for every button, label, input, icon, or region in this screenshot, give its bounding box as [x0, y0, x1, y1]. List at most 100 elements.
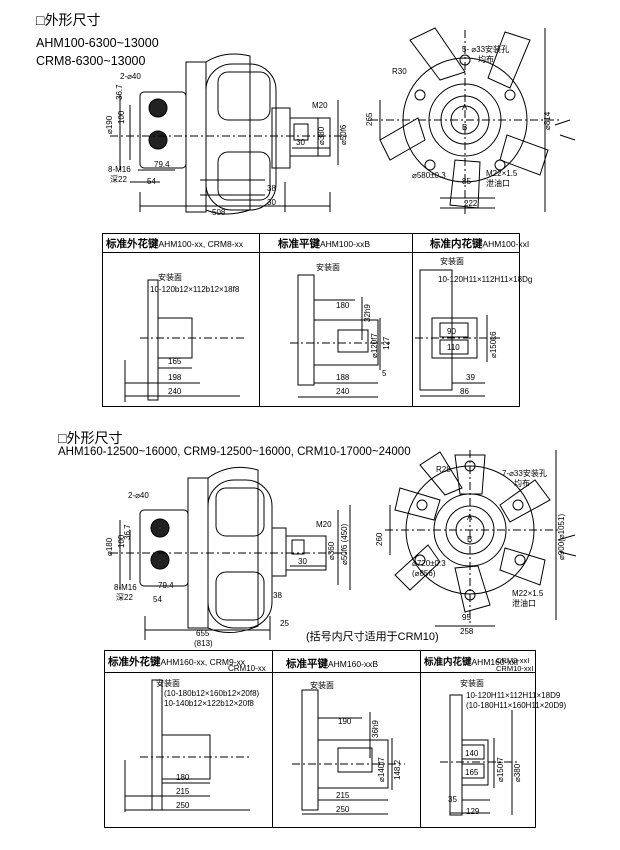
- motor-front-view-2: [385, 450, 560, 627]
- label-a-1: A: [462, 103, 468, 112]
- section1-front-labels: R30 5- ⌀33安装孔 均布 265 ⌀814 ⌀580±0.3 85 22…: [365, 44, 552, 208]
- table1-labels: 安装面 10-120b12×112b12×18f8 165 198 240 安装…: [150, 256, 532, 396]
- dim-d580: ⌀580±0.3: [412, 171, 446, 180]
- table2-head-int: 标准内花键AHM160-xxI: [424, 654, 518, 668]
- table1-head-ext: 标准外花键AHM100-xx, CRM8-xx: [106, 236, 243, 251]
- t1c1-mount: 安装面: [158, 272, 182, 282]
- t1c1-240: 240: [168, 387, 182, 396]
- dim-8-m16: 8-M16: [108, 165, 131, 174]
- dim2-m20: M20: [316, 520, 332, 529]
- table2-labels: 安装面 (10-180b12×160b12×20f8) 10-140b12×12…: [156, 678, 567, 816]
- t2-head-int-model: AHM160-xxI: [471, 657, 519, 667]
- label-b-2: B: [467, 535, 472, 544]
- dim2-260: 260: [375, 532, 384, 546]
- t1c3-spec: 10-120H11×112H11×18Dg: [438, 275, 532, 284]
- t2-head-int-model2: CRM9-xxI: [496, 656, 530, 665]
- dim-30b: 30: [296, 138, 305, 147]
- t2c3-129: 129: [466, 807, 480, 816]
- t1-head-ext-model: AHM100-xx, CRM8-xx: [158, 239, 244, 249]
- t2c1-spec1: (10-180b12×160b12×20f8): [164, 689, 260, 698]
- dim-deep-22: 深22: [110, 175, 127, 184]
- dim-100: 100: [117, 110, 126, 124]
- t1-head-flat-model: AHM100-xxB: [320, 239, 371, 249]
- t1-head-flat-title: 标准平键: [278, 238, 320, 250]
- dim2-79-4: 79.4: [158, 581, 174, 590]
- dim2-deep-22: 深22: [116, 593, 133, 602]
- t2c2-148: 148.2: [393, 759, 402, 780]
- section1-models-line2: CRM8-6300~13000: [36, 54, 146, 68]
- t2c3-d150: ⌀150f7: [496, 757, 505, 782]
- dim2-25: 25: [280, 619, 289, 628]
- t2c3-35: 35: [448, 795, 457, 804]
- t1c3-39: 39: [466, 373, 475, 382]
- t2c1-180: 180: [176, 773, 190, 782]
- t2c3-spec1: 10-120H11×112H11×18D9: [466, 691, 561, 700]
- dim2-d50f6: ⌀50f6 (450): [340, 523, 349, 565]
- dim-r30: R30: [392, 67, 407, 76]
- dim2-drain: 泄油口: [512, 598, 536, 608]
- table1-divider-2: [412, 234, 413, 406]
- table2-header-rule: [105, 672, 535, 673]
- t2-head-flat-model: AHM160-xxB: [328, 659, 379, 669]
- dim2-8-m16: 8-M16: [114, 583, 137, 592]
- section2-heading: □外形尺寸: [58, 430, 123, 446]
- dim2-d900: ⌀900(⌀1051): [557, 514, 566, 560]
- dim-85: 85: [462, 177, 471, 186]
- dim-d814: ⌀814: [543, 111, 552, 130]
- t1c3-d150: ⌀150k6: [489, 331, 498, 358]
- t1c2-188: 188: [336, 373, 350, 382]
- t1c2-240: 240: [336, 387, 350, 396]
- t1c3-86: 86: [460, 387, 469, 396]
- dim-d190: ⌀190: [105, 115, 114, 134]
- t2c3-d380: ⌀380: [513, 763, 522, 782]
- section1-side-labels: 2-⌀40 36.7 ⌀190 100 79.4 8-M16 深22 54 50…: [105, 72, 348, 217]
- motor-front-view-1: [370, 27, 560, 215]
- t2c2-d140: ⌀140f7: [377, 757, 386, 782]
- t1c2-mount: 安装面: [316, 262, 340, 272]
- t1c3-90: 90: [447, 327, 456, 336]
- t1c2-5: 5: [382, 369, 387, 378]
- table2-head-flat: 标准平键AHM160-xxB: [286, 656, 378, 671]
- dim-36-7: 36.7: [115, 84, 124, 100]
- t1c2-d120: ⌀120f7: [370, 333, 379, 358]
- table1-drawings: [124, 269, 500, 402]
- t2c2-mount: 安装面: [310, 680, 334, 690]
- dim-5-d33-holes: 5- ⌀33安装孔: [462, 44, 509, 54]
- dim2-30: 30: [298, 557, 307, 566]
- t2-head-ext-model: AHM160-xx, CRM9-xx: [160, 657, 246, 667]
- section2-note: (括号内尺寸适用于CRM10): [306, 631, 439, 643]
- dim2-258: 258: [460, 627, 474, 636]
- t1c2-32h9: 32h9: [363, 304, 372, 322]
- table1-head-int: 标准内花键AHM100-xxI: [430, 236, 529, 251]
- t1c1-165: 165: [168, 357, 182, 366]
- label-b-1: B: [462, 123, 467, 132]
- motor-side-view-2: [110, 466, 351, 640]
- dim-m22: M22×1.5: [486, 169, 518, 178]
- dim2-2-d40: 2-⌀40: [128, 491, 149, 500]
- table2-frame: [104, 650, 536, 828]
- dim2-7-d33-holes: 7-⌀33安装孔: [502, 468, 547, 478]
- dim2-d360: ⌀360: [327, 541, 336, 560]
- t1c2-127: 127: [382, 336, 391, 350]
- dim2-m22: M22×1.5: [512, 589, 544, 598]
- dim-d50f6: ⌀50f6: [339, 124, 348, 145]
- dim-508: 508: [212, 208, 226, 217]
- dim2-d720: ⌀720±0.3: [412, 559, 446, 568]
- section1-models-line1: AHM100-6300~13000: [36, 36, 159, 50]
- dim2-r28: R28: [436, 465, 451, 474]
- table1-frame: [102, 233, 520, 407]
- t2c2-36h9: 36h9: [371, 720, 380, 738]
- t1c1-198: 198: [168, 373, 182, 382]
- t1-head-ext-title: 标准外花键: [106, 238, 159, 250]
- table2-divider-2: [420, 651, 421, 827]
- t1c3-mount: 安装面: [440, 256, 464, 266]
- table2-drawings: [124, 679, 520, 816]
- dim-79-4: 79.4: [154, 160, 170, 169]
- t1c1-spec: 10-120b12×112b12×18f8: [150, 285, 240, 294]
- dim2-evenly: 均布: [514, 478, 530, 488]
- t2-head-ext-model2: CRM10-xx: [228, 664, 266, 673]
- t2c2-250: 250: [336, 805, 350, 814]
- section2-models: AHM160-12500~16000, CRM9-12500~16000, CR…: [58, 446, 411, 458]
- dim2-100: 100: [117, 534, 126, 548]
- t2c3-mount: 安装面: [460, 678, 484, 688]
